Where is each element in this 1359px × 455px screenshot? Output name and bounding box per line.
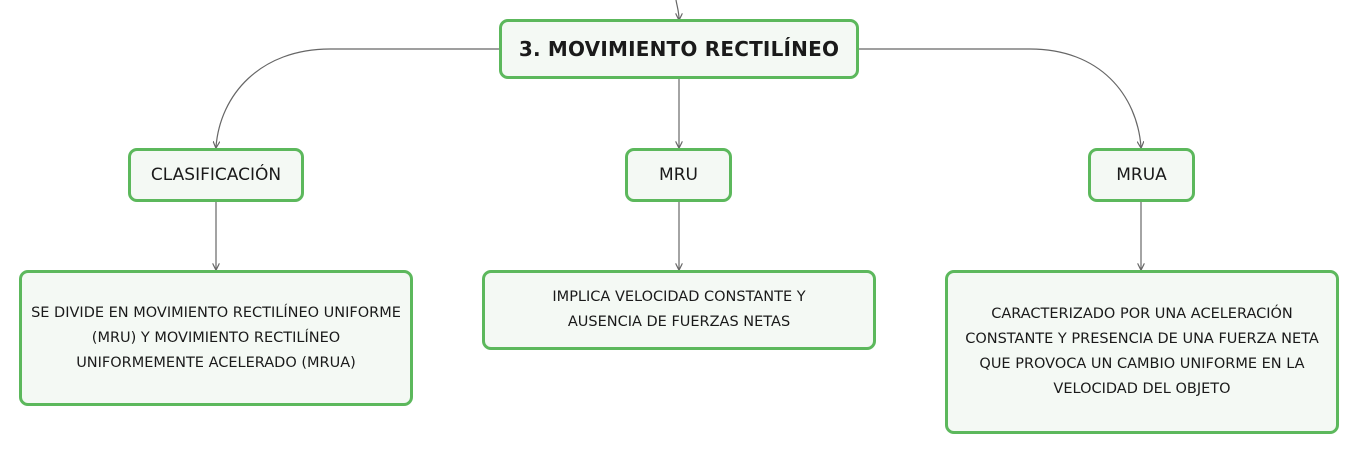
- detail-node-clasificacion[interactable]: SE DIVIDE EN MOVIMIENTO RECTILÍNEO UNIFO…: [19, 270, 413, 406]
- detail-node-mru[interactable]: IMPLICA VELOCIDAD CONSTANTE Y AUSENCIA D…: [482, 270, 876, 350]
- topic-node-mru[interactable]: MRU: [625, 148, 732, 202]
- connector-root-to-mrua: [859, 48, 1141, 147]
- root-node-label: 3. MOVIMIENTO RECTILÍNEO: [518, 37, 840, 61]
- connector-root-to-clasificacion: [216, 48, 499, 147]
- detail-node-mrua[interactable]: CARACTERIZADO POR UNA ACELERACIÓN CONSTA…: [945, 270, 1339, 434]
- topic-node-mrua[interactable]: MRUA: [1088, 148, 1195, 202]
- topic-node-clasificacion[interactable]: CLASIFICACIÓN: [128, 148, 304, 202]
- connector-parent-to-root: [676, 0, 679, 19]
- detail-text-clasificacion: SE DIVIDE EN MOVIMIENTO RECTILÍNEO UNIFO…: [31, 304, 401, 371]
- topic-label-clasificacion: CLASIFICACIÓN: [150, 165, 282, 185]
- detail-text-mrua: CARACTERIZADO POR UNA ACELERACIÓN CONSTA…: [965, 306, 1319, 397]
- root-node[interactable]: 3. MOVIMIENTO RECTILÍNEO: [499, 19, 859, 79]
- topic-label-mrua: MRUA: [1116, 165, 1167, 185]
- detail-text-mru: IMPLICA VELOCIDAD CONSTANTE Y AUSENCIA D…: [552, 289, 806, 330]
- topic-label-mru: MRU: [659, 165, 698, 185]
